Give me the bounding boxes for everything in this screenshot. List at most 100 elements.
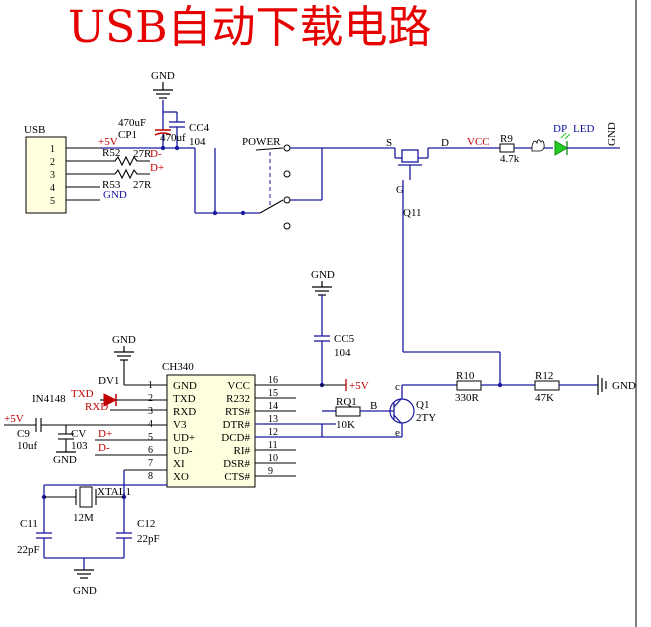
power-switch-ref: POWER	[242, 136, 281, 148]
c11-value: 22pF	[17, 544, 40, 556]
led-icon	[554, 140, 568, 156]
net-label-txd: TXD	[71, 388, 94, 400]
r53-ref: R53	[102, 179, 121, 191]
ch340-right-wiring: +5V	[255, 379, 369, 477]
ch340-pin-name: RI#	[234, 445, 251, 457]
led-ref: DP	[553, 123, 567, 135]
gnd-symbol-crystal: GND	[44, 557, 124, 597]
q11-s: S	[386, 137, 392, 149]
ch340-pin-number: 3	[148, 406, 153, 417]
ch340-pin-name: GND	[173, 380, 197, 392]
resistor-r10: R10 330R	[455, 370, 535, 404]
ch340-pin-name: XO	[173, 471, 189, 483]
net-label-vcc: VCC	[467, 136, 490, 148]
cv-ref: CV	[71, 428, 86, 440]
gnd-label-top: GND	[151, 70, 175, 82]
resistor-r53: D+ R53 27R	[100, 162, 164, 191]
cc4-value: 104	[189, 136, 206, 148]
power-switch: POWER	[242, 136, 323, 230]
c12-ref: C12	[137, 518, 155, 530]
r9-value: 4.7k	[500, 153, 520, 165]
resistor-r12: R12 47K GND	[534, 370, 636, 404]
r12-value: 47K	[535, 392, 554, 404]
r12-ref: R12	[535, 370, 553, 382]
led-indicator: VCC R9 4.7k DP LED GND	[467, 122, 620, 165]
ch340-left-wiring: GND DV1 IN4148 TXD RXD +5V C9 10uf	[4, 334, 167, 533]
r10-ref: R10	[456, 370, 475, 382]
ch340-pin-name: RXD	[173, 406, 196, 418]
led-value: LED	[573, 123, 594, 135]
q1-ref: Q1	[416, 399, 429, 411]
capacitor-c12: C12 22pF	[116, 518, 160, 558]
usb-label: USB	[24, 124, 45, 136]
ch340-pin-name: DCD#	[221, 432, 250, 444]
ch340-pin-number: 16	[268, 375, 278, 386]
gnd-label-r12: GND	[612, 380, 636, 392]
capacitor-cc4: CC4 104 470uf	[160, 111, 210, 148]
xtal1-value: 12M	[73, 512, 94, 524]
usb-pin: 1	[50, 144, 55, 155]
r9-ref: R9	[500, 133, 513, 145]
usb-pin: 4	[50, 183, 55, 194]
q11-g: G	[396, 184, 404, 196]
ch340-pin-name: R232	[226, 393, 250, 405]
net-label-5v: +5V	[98, 136, 118, 148]
rq1-ref: RQ1	[336, 396, 357, 408]
ch340-pin-name: UD+	[173, 432, 195, 444]
c12-value: 22pF	[137, 533, 160, 545]
usb-pin: 3	[50, 170, 55, 181]
net-label-dminus: D-	[150, 148, 162, 160]
c9-value: 10uf	[17, 440, 38, 452]
cc4-value2: 470uf	[160, 132, 186, 144]
q1-c: c	[395, 381, 400, 393]
gnd-label-cc5: GND	[311, 269, 335, 281]
net-label-gnd-usb: GND	[103, 189, 127, 201]
cc5-value: 104	[334, 347, 351, 359]
ch340-pin-number: 10	[268, 453, 278, 464]
resistor-r52: R52 27R D-	[100, 147, 162, 167]
net-label-dplus: D+	[150, 162, 164, 174]
r53-value: 27R	[133, 179, 152, 191]
capacitor-c11: C11 22pF	[17, 518, 52, 558]
c9-ref: C9	[17, 428, 30, 440]
ch340-pin-name: DTR#	[223, 419, 251, 431]
net-label-rxd: RXD	[85, 401, 108, 413]
cc5-ref: CC5	[334, 333, 355, 345]
net-label-dminus-chip: D-	[98, 442, 110, 454]
crystal-xtal1: XTAL1 12M	[44, 486, 131, 524]
page-title: USB自动下载电路	[68, 2, 432, 53]
transistor-q1: c e Q1 2TY	[322, 381, 457, 439]
ch340-pin-number: 11	[268, 440, 278, 451]
ch340-pin-name: CTS#	[224, 471, 250, 483]
cp1-ref: CP1	[118, 129, 137, 141]
q11-ref: Q11	[403, 207, 422, 219]
usb-power-wiring: +5V	[98, 136, 260, 216]
net-label-5v-chip: +5V	[349, 380, 369, 392]
ch340-ref: CH340	[162, 361, 194, 373]
q1-value: 2TY	[416, 412, 436, 424]
ch340-pin-name: VCC	[227, 380, 250, 392]
cv-value: 103	[71, 440, 88, 452]
q1-e: e	[395, 427, 400, 439]
ch340-pin-name: RTS#	[225, 406, 251, 418]
net-label-dplus-chip: D+	[98, 428, 112, 440]
ch340-pin-name: V3	[173, 419, 187, 431]
ch340-pin-number: 2	[148, 393, 153, 404]
gnd-label-chip: GND	[112, 334, 136, 346]
ch340-pin-number: 7	[148, 458, 153, 469]
q1-base-label: B	[370, 400, 377, 412]
r52-ref: R52	[102, 147, 120, 159]
capacitor-cc5: GND CC5 104	[311, 269, 355, 388]
gnd-label-led: GND	[606, 122, 618, 146]
dv1-value: IN4148	[32, 393, 66, 405]
ch340-pin-number: 15	[268, 388, 278, 399]
ch340-pin-name: XI	[173, 458, 185, 470]
ch340-pin-name: UD-	[173, 445, 193, 457]
r10-value: 330R	[455, 392, 480, 404]
c11-ref: C11	[20, 518, 38, 530]
r52-value: 27R	[133, 148, 152, 160]
resistor-rq1: RQ1 10K B	[322, 396, 394, 431]
